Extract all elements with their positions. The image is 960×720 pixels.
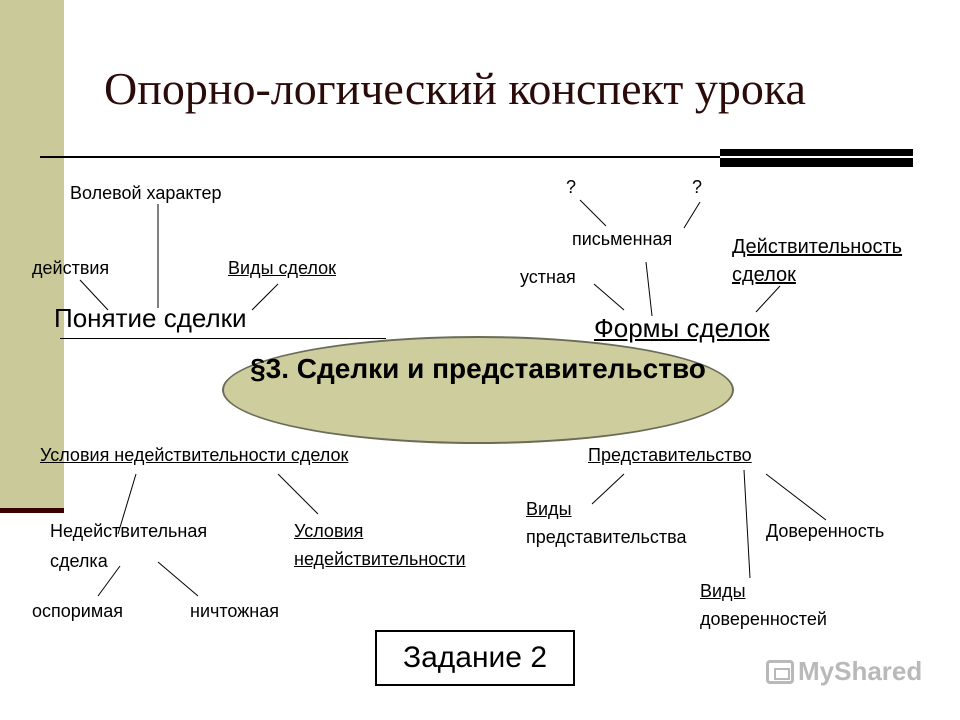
node-written: письменная [572, 229, 673, 249]
node-representation: Представительство [588, 445, 752, 465]
node-will: Волевой характер [70, 183, 222, 203]
node-rep-types-1: Виды [526, 499, 572, 519]
connector-validity [755, 285, 781, 313]
node-proxy: Доверенность [766, 521, 885, 541]
node-validity-2: сделок [732, 264, 796, 286]
node-rep-types-2: представительства [526, 527, 687, 547]
sidebar-accent [0, 508, 64, 513]
node-void: ничтожная [190, 601, 279, 621]
node-validity-1: Действительность [732, 236, 903, 258]
central-topic-ellipse [222, 336, 734, 444]
watermark: MyShared [766, 656, 922, 687]
node-invalid-1: Недействительная [50, 521, 208, 541]
connector-types [251, 283, 279, 311]
node-question-2: ? [692, 177, 703, 197]
watermark-text: MyShared [798, 656, 923, 686]
task-box: Задание 2 [375, 630, 575, 686]
connector-proxy [765, 473, 827, 521]
node-oral: устная [520, 267, 576, 287]
decorative-sidebar [0, 0, 64, 512]
node-conditions-2: недействительности [294, 549, 466, 569]
node-proxy-types-2: доверенностей [700, 609, 827, 629]
node-actions: действия [32, 258, 110, 278]
node-forms: Формы сделок [594, 313, 770, 343]
node-deal-types: Виды сделок [228, 258, 337, 278]
concept-underline [60, 338, 386, 339]
node-voidable: оспоримая [32, 601, 123, 621]
connector-voidable [97, 565, 121, 597]
connector-rep-types [591, 473, 625, 505]
connector-oral [593, 283, 625, 311]
connector-written [645, 261, 653, 317]
node-proxy-types-1: Виды [700, 581, 746, 601]
node-invalidity-conditions: Условия недействительности сделок [40, 445, 349, 465]
node-conditions-1: Условия [294, 521, 364, 541]
title-divider-bar [720, 149, 913, 167]
connector-q2 [683, 201, 701, 229]
myshared-logo-icon [766, 660, 794, 684]
page-title: Опорно-логический конспект урока [104, 63, 806, 114]
central-topic: §3. Сделки и представительство [250, 353, 706, 384]
connector-void [157, 561, 199, 597]
connector-q1 [579, 199, 607, 227]
node-concept: Понятие сделки [54, 303, 247, 333]
title-divider [40, 156, 722, 158]
connector-invalid [117, 473, 137, 535]
connector-actions [79, 279, 109, 311]
connector-proxy-types [743, 469, 751, 579]
node-invalid-2: сделка [50, 551, 108, 571]
connector-conditions [277, 473, 319, 515]
title-divider-bar-stripe [720, 156, 913, 158]
node-question-1: ? [566, 177, 577, 197]
